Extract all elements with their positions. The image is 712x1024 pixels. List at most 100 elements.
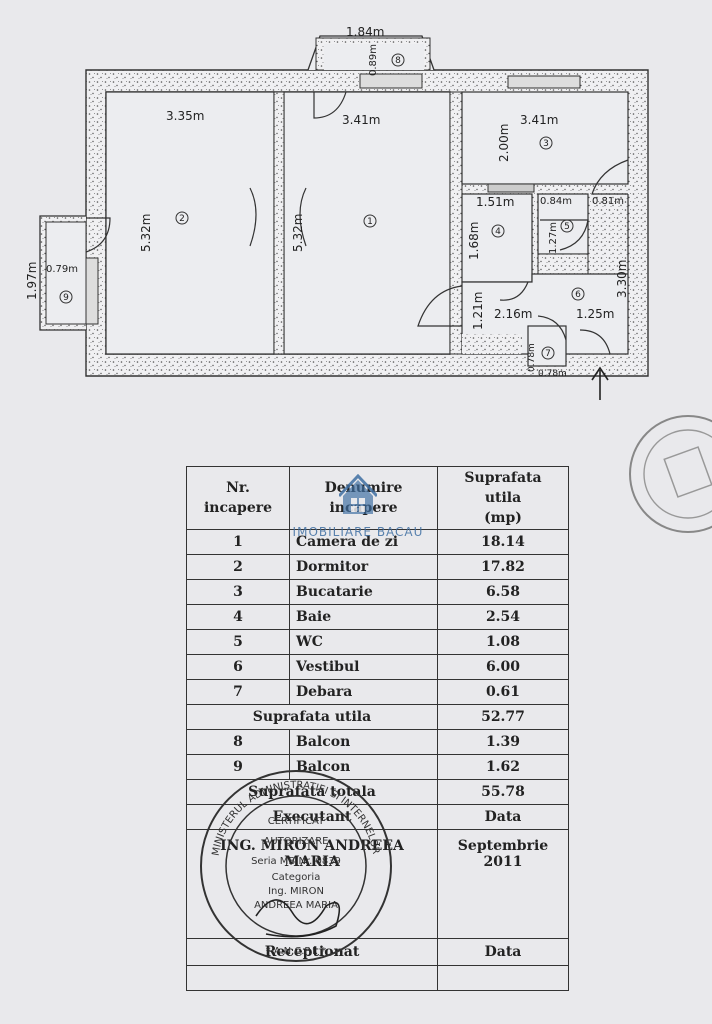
room-number-7: 7	[545, 349, 551, 359]
row-name: Baie	[289, 604, 438, 630]
dim-storage-d: 0.78m	[538, 369, 567, 379]
row-area: 1.62	[437, 754, 569, 780]
row-area: 1.39	[437, 729, 569, 755]
executant-label: Executant	[186, 804, 438, 830]
row-name: Dormitor	[289, 554, 438, 580]
dim-wc-depth: 1.27m	[548, 222, 559, 254]
area-table: Nr. incapere Denumire incapere Suprafata…	[186, 466, 569, 991]
dim-balcony9-depth: 0.79m	[46, 264, 78, 275]
stamp-line: AUTORIZARE	[264, 836, 329, 847]
row-nr: 3	[186, 579, 290, 605]
executant-header-row: Executant Data	[186, 804, 569, 830]
dim-wc-width: 0.84m	[540, 196, 572, 207]
row-area: 17.82	[437, 554, 569, 580]
executant-date: Septembrie 2011	[437, 829, 569, 939]
date-year: 2011	[483, 854, 523, 870]
stamp-line: CERTIFICAT	[268, 816, 325, 827]
dim-bedroom-width: 3.35m	[166, 109, 204, 123]
house-icon	[337, 473, 379, 514]
header-area-line1: Suprafata	[464, 470, 542, 486]
total-area-row: Suprafata totala 55.78	[186, 779, 569, 805]
row-area: 0.61	[437, 679, 569, 705]
ancpi-stamp: MINISTERUL ADMINISTRATIEI SI INTERNELOR …	[200, 770, 392, 962]
receptionat-label: Receptionat	[186, 938, 438, 966]
room-markers	[59, 53, 585, 360]
corner-stamp	[629, 415, 712, 533]
row-area: 2.54	[437, 604, 569, 630]
header-nr-line2: incapere	[203, 500, 273, 516]
dim-wc-width2: 0.81m	[592, 196, 624, 207]
dim-living-length: 5.32m	[291, 214, 305, 252]
floor-plan: 1.84m 0.89m 3.35m 3.41m 3.41m 2.00m 5.32…	[25, 25, 649, 400]
header-area-line2: utila	[484, 490, 522, 506]
dim-storage-w: 0.78m	[527, 343, 537, 372]
receptionat-row: Receptionat Data	[186, 938, 569, 966]
row-nr: 7	[186, 679, 290, 705]
row-name: Vestibul	[289, 654, 438, 680]
dim-balcony8-width: 1.84m	[346, 25, 384, 39]
header-area-line3: (mp)	[484, 510, 522, 526]
row-area: 6.58	[437, 579, 569, 605]
total-area-label: Suprafata totala	[186, 779, 438, 805]
room-number-4: 4	[495, 227, 501, 237]
room-number-1: 1	[367, 217, 373, 227]
row-name: Debara	[289, 679, 438, 705]
date-label: Data	[437, 804, 569, 830]
stamp-bottom-text: * A.N.C.P.I. *	[266, 946, 327, 957]
dim-hall-width: 2.16m	[494, 307, 532, 321]
row-name: WC	[289, 629, 438, 655]
receptionat-date-label: Data	[437, 938, 569, 966]
header-nr-line1: Nr.	[226, 480, 250, 496]
room-numbers: 1 2 3 4 5 6 7 8 9	[63, 56, 581, 359]
room-number-6: 6	[575, 290, 581, 300]
watermark: IMOBILIARE BACAU	[268, 473, 448, 539]
dim-balcony9-length: 1.97m	[25, 262, 39, 300]
useful-area-value: 52.77	[437, 704, 569, 730]
useful-area-label: Suprafata utila	[186, 704, 438, 730]
table-row	[186, 965, 569, 991]
dim-bath-depth: 1.68m	[467, 222, 481, 260]
row-name: Camera de zi	[289, 529, 438, 555]
watermark-text: IMOBILIARE BACAU	[292, 525, 424, 539]
stamp-line: Ing. MIRON	[268, 886, 324, 897]
dim-kitchen-depth: 2.00m	[497, 124, 511, 162]
row-name: Balcon	[289, 729, 438, 755]
dim-hall-door: 1.21m	[471, 292, 485, 330]
date-month: Septembrie	[457, 838, 549, 854]
row-nr: 4	[186, 604, 290, 630]
row-nr: 9	[186, 754, 290, 780]
room-number-3: 3	[543, 139, 549, 149]
header-nr: Nr. incapere	[186, 466, 290, 530]
row-area: 6.00	[437, 654, 569, 680]
stamp-line: Seria MB Nr. 0839	[251, 856, 341, 867]
row-nr: 5	[186, 629, 290, 655]
row-nr: 8	[186, 729, 290, 755]
row-nr: 2	[186, 554, 290, 580]
room-number-5: 5	[564, 222, 570, 232]
stamp-line: Categoria	[272, 872, 321, 883]
row-area: 18.14	[437, 529, 569, 555]
row-area: 1.08	[437, 629, 569, 655]
dim-bath-width: 1.51m	[476, 195, 514, 209]
room-number-2: 2	[179, 214, 185, 224]
dim-balcony8-depth: 0.89m	[368, 44, 379, 76]
useful-area-row: Suprafata utila 52.77	[186, 704, 569, 730]
room-number-9: 9	[63, 293, 69, 303]
room-number-8: 8	[395, 56, 401, 66]
doors	[85, 91, 629, 355]
signature	[255, 899, 341, 938]
dim-hall-length: 3.30m	[615, 260, 629, 298]
entrance-arrow-icon	[591, 366, 609, 400]
dim-hall-width2: 1.25m	[576, 307, 614, 321]
dim-kitchen-width: 3.41m	[520, 113, 558, 127]
total-area-value: 55.78	[437, 779, 569, 805]
